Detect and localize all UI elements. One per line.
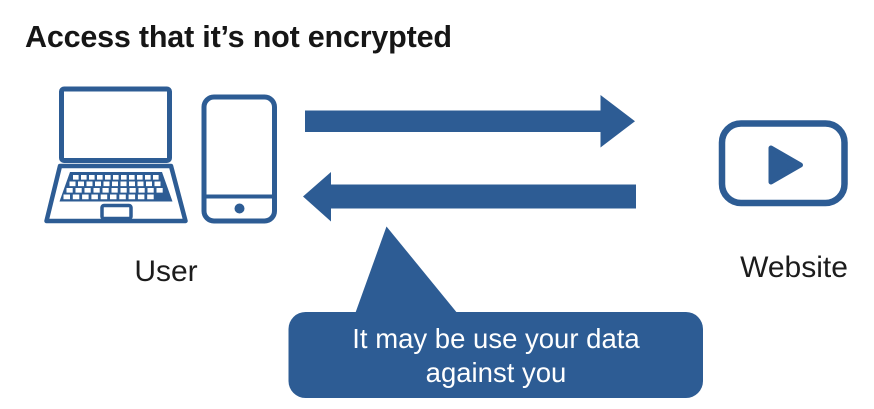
laptop-screen <box>59 86 172 163</box>
diagram-graphics <box>44 86 848 398</box>
smartphone-icon <box>201 94 277 224</box>
user-label: User <box>134 255 197 288</box>
video-play-icon <box>718 120 848 207</box>
laptop-icon <box>44 86 188 224</box>
laptop-keyboard <box>59 172 173 202</box>
callout-text-line-1: It may be use your data <box>352 323 640 354</box>
page-title: Access that it’s not encrypted <box>25 20 452 54</box>
callout-body <box>288 312 703 398</box>
callout-tail <box>355 226 458 314</box>
website-label: Website <box>740 251 848 284</box>
callout-bubble <box>288 226 703 398</box>
laptop-keys <box>63 175 163 200</box>
phone-body <box>201 94 277 224</box>
callout-text-line-2: against you <box>426 357 567 388</box>
laptop-touchpad <box>100 203 133 221</box>
phone-home-button <box>234 203 245 214</box>
arrow-right-icon <box>305 95 635 148</box>
arrow-left-icon <box>303 172 636 222</box>
play-icon <box>768 145 803 185</box>
